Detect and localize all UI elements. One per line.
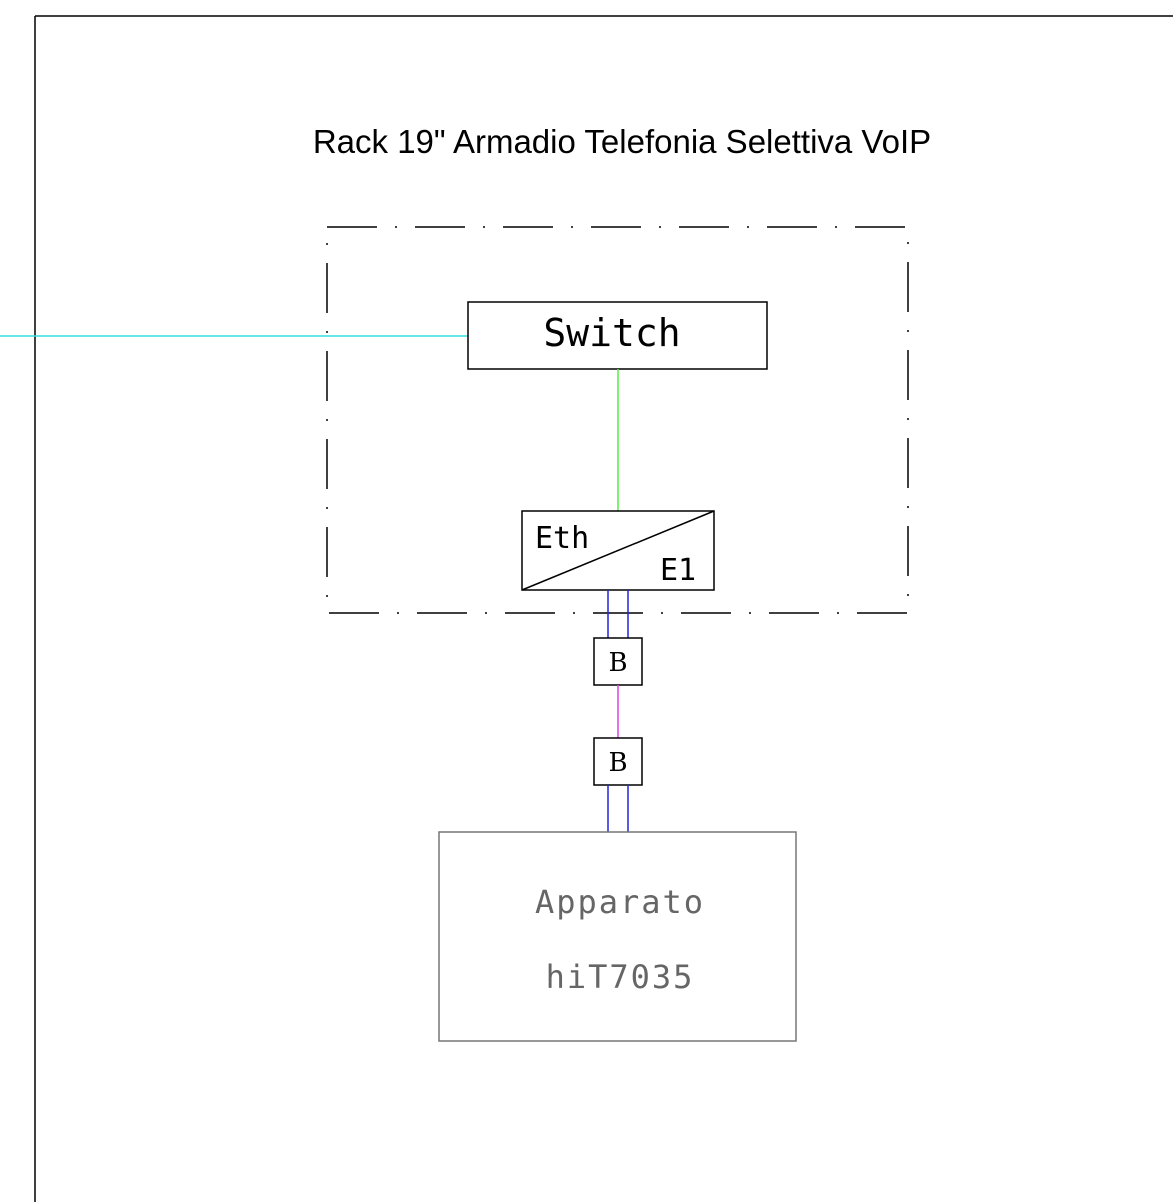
device-model-label: hiT7035 — [546, 958, 695, 996]
eth-e1-converter: Eth E1 — [521, 510, 715, 591]
breakout-lower-label: B — [608, 748, 627, 778]
e1-pair-upper — [607, 590, 629, 638]
device-name-label: Apparato — [535, 883, 705, 921]
converter-e1-label: E1 — [660, 553, 696, 588]
switch-label: Switch — [543, 311, 680, 355]
converter-diagonal — [521, 510, 715, 591]
sheet-frame — [34, 15, 1173, 1202]
breakout-lower: B — [593, 737, 643, 786]
device-node: Apparato hiT7035 — [438, 831, 797, 1042]
diagram-title: Rack 19" Armadio Telefonia Selettiva VoI… — [313, 123, 931, 160]
switch-node: Switch — [467, 301, 768, 370]
breakout-upper: B — [593, 637, 643, 686]
rack-enclosure — [326, 226, 909, 614]
e1-pair-lower — [607, 785, 629, 832]
converter-eth-label: Eth — [535, 521, 589, 556]
breakout-upper-label: B — [608, 648, 627, 678]
